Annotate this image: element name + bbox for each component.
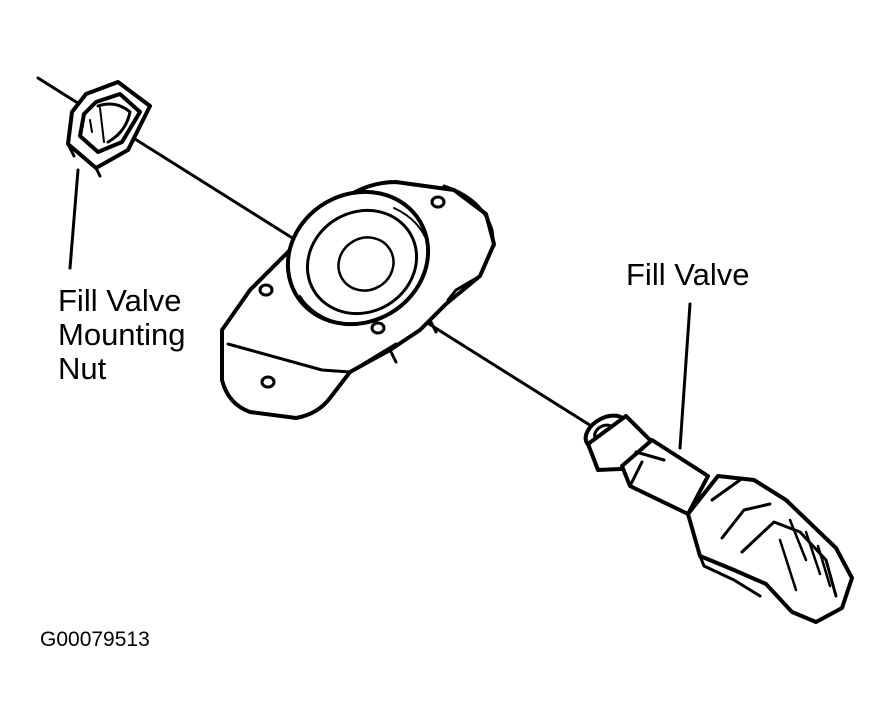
valve-leader-line	[678, 302, 692, 450]
mounting-nut-label-line-2: Mounting	[58, 317, 186, 352]
mounting-nut-label-line-3: Nut	[58, 351, 107, 386]
mounting-nut-label-line-1: Fill Valve	[58, 283, 182, 318]
figure-code: G00079513	[40, 628, 150, 651]
mounting-nut-part	[66, 80, 152, 178]
fill-valve-label: Fill Valve	[626, 257, 750, 292]
fill-valve-part	[583, 413, 854, 624]
mounting-bracket-part	[220, 180, 496, 420]
mounting-nut-label: Fill Valve Mounting Nut	[58, 284, 186, 386]
nut-leader-line	[68, 168, 80, 270]
